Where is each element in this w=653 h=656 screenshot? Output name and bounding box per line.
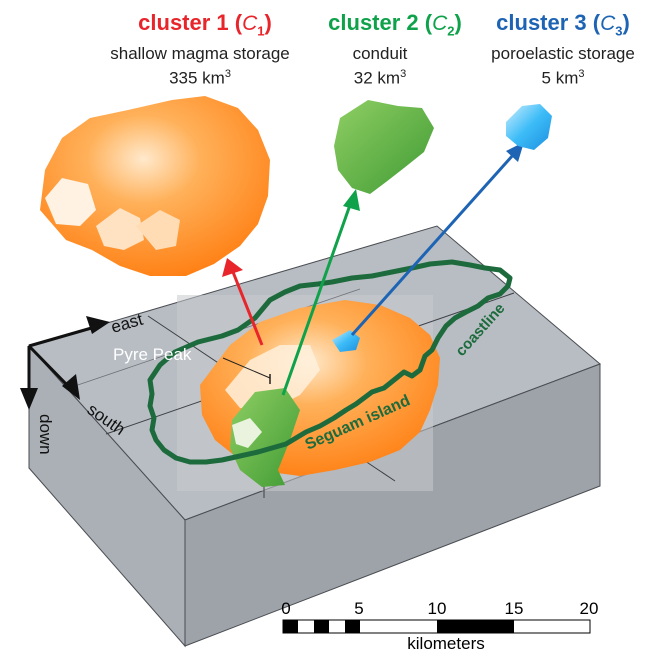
cluster3-blob <box>506 104 552 150</box>
peak-label: Pyre Peak <box>113 345 192 364</box>
cluster1-bump <box>45 178 96 226</box>
cluster1-title: cluster 1 (C1) <box>138 10 272 39</box>
scale-tick-label: 0 <box>281 599 290 618</box>
arrow-cluster1 <box>231 271 264 346</box>
axes <box>20 316 110 410</box>
cluster2-header: cluster 2 (C2) <box>305 10 485 38</box>
cluster1-bump <box>136 210 180 250</box>
scale-tick-label: 5 <box>354 599 363 618</box>
cluster3-desc-block: poroelastic storage 5 km3 <box>478 44 648 89</box>
east-axis-line <box>28 325 96 348</box>
arrow-cluster1-head <box>222 258 243 277</box>
floating-cluster2 <box>334 100 434 194</box>
scale-segment <box>314 620 329 633</box>
cluster1-blob <box>40 96 270 276</box>
down-label: down <box>36 414 55 455</box>
cluster3-header: cluster 3 (C3) <box>478 10 648 38</box>
down-axis-head <box>20 388 38 410</box>
floating-cluster1 <box>40 96 270 276</box>
block-side-face <box>184 363 601 647</box>
cluster2-body <box>230 388 300 487</box>
peak-pointer <box>222 357 271 379</box>
scale-outline <box>282 619 591 634</box>
arrow-cluster3-head <box>506 142 524 162</box>
cluster1-bump <box>96 208 144 250</box>
scale-segment <box>283 620 298 633</box>
cluster3-title: cluster 3 (C3) <box>496 10 630 39</box>
arrows <box>222 142 524 396</box>
scale-tick-label: 20 <box>580 599 599 618</box>
scale-unit-label: kilometers <box>407 634 484 651</box>
cluster2-blob <box>334 100 434 194</box>
scale-bar: 0 5 10 15 20 kilometers <box>281 599 599 653</box>
cluster2-highlight <box>232 418 262 448</box>
cluster1-header: cluster 1 (C1) <box>95 10 315 38</box>
scale-segment <box>437 620 514 633</box>
arrow-cluster2-head <box>343 189 360 211</box>
arrow-cluster2 <box>281 204 352 396</box>
cluster2-desc-block: conduit 32 km3 <box>330 44 430 89</box>
cluster3-volume: 5 km3 <box>541 68 585 88</box>
scale-tick-label: 15 <box>505 599 524 618</box>
cluster1-desc: shallow magma storage <box>110 44 290 63</box>
floating-cluster3 <box>506 104 552 150</box>
scale-tick-label: 10 <box>428 599 447 618</box>
east-axis-head <box>86 316 110 334</box>
cluster2-title: cluster 2 (C2) <box>328 10 462 39</box>
scale-segment <box>345 620 360 633</box>
arrow-cluster3 <box>350 153 515 337</box>
south-axis-head <box>62 374 80 400</box>
cluster3-desc: poroelastic storage <box>491 44 635 63</box>
cluster2-desc: conduit <box>352 44 408 63</box>
cluster1-volume: 335 km3 <box>169 68 231 88</box>
coastline-outline <box>147 259 513 465</box>
south-axis-line <box>27 344 72 390</box>
cluster2-volume: 32 km3 <box>353 68 407 88</box>
cluster1-desc-block: shallow magma storage 335 km3 <box>80 44 320 89</box>
